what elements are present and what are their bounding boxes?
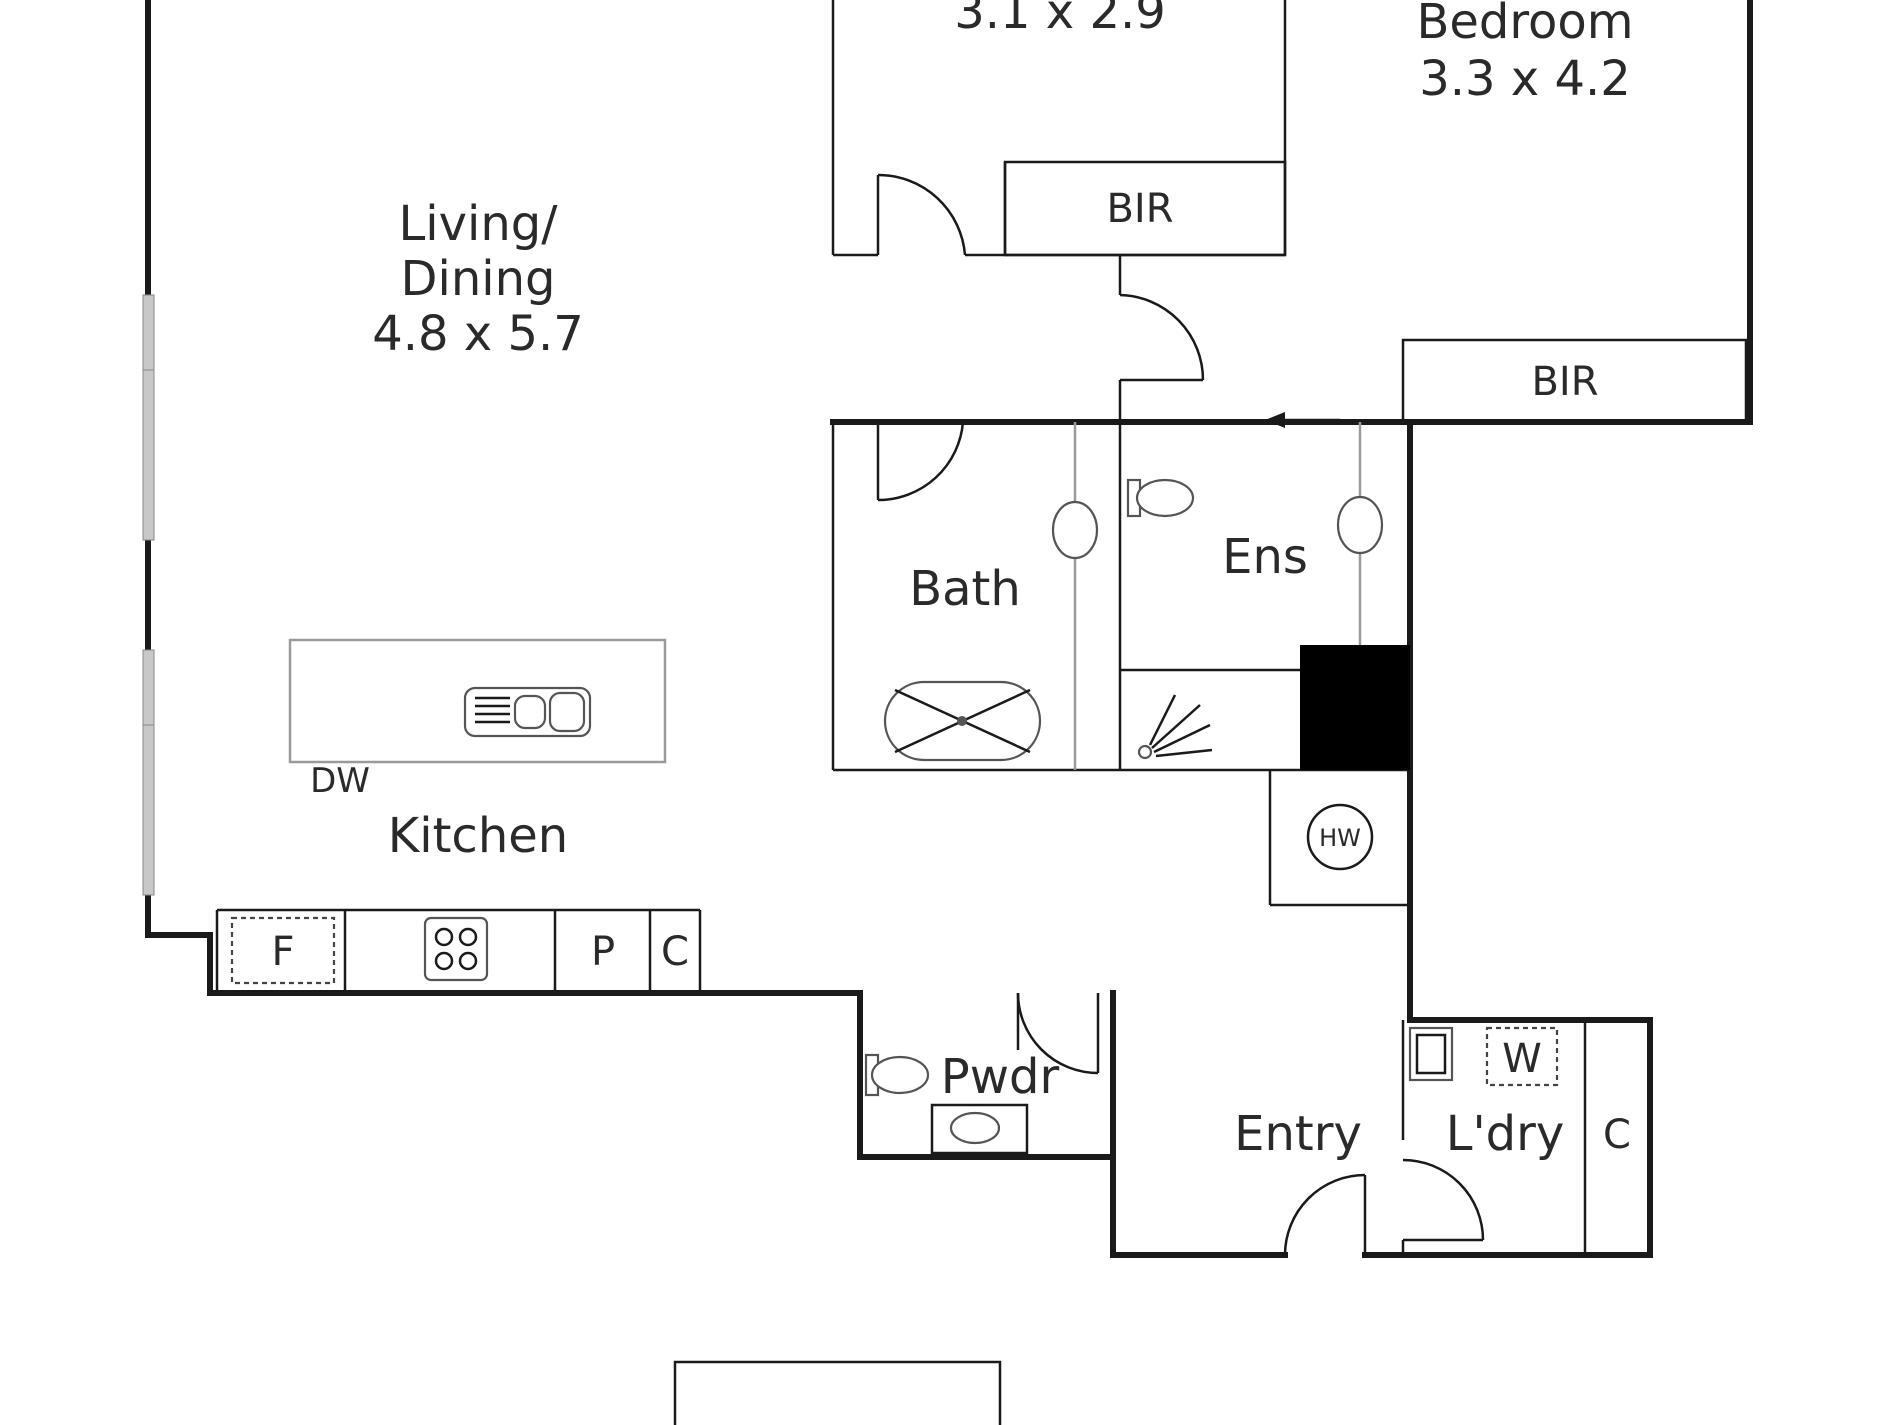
bath-ensuite: Bath Ens bbox=[830, 419, 1413, 772]
entry-label: Entry bbox=[1234, 1106, 1362, 1162]
pantry-label: P bbox=[591, 929, 615, 975]
laundry-cupboard-label: C bbox=[1603, 1112, 1631, 1158]
kitchen-label: Kitchen bbox=[388, 808, 568, 864]
hall-door bbox=[1118, 255, 1205, 420]
living-label-line2: Dining bbox=[401, 251, 556, 307]
hw-label: HW bbox=[1319, 824, 1361, 852]
kitchen-bench: F P C bbox=[215, 908, 702, 990]
laundry-label: L'dry bbox=[1446, 1106, 1565, 1162]
bir-label-2: BIR bbox=[1531, 359, 1598, 405]
bedroom-1: BIR Bedroom 3.3 x 4.2 bbox=[1265, 0, 1748, 428]
kitchen-island: DW Kitchen bbox=[288, 638, 667, 864]
bedroom-1-dims: 3.3 x 4.2 bbox=[1419, 51, 1631, 107]
dw-label: DW bbox=[310, 761, 370, 801]
powder-room: Pwdr bbox=[864, 992, 1100, 1155]
ens-label: Ens bbox=[1222, 529, 1308, 585]
living-dining: Living/ Dining 4.8 x 5.7 bbox=[372, 196, 584, 362]
living-label-line1: Living/ bbox=[399, 196, 559, 252]
washer-label: W bbox=[1502, 1036, 1542, 1082]
living-dims: 4.8 x 5.7 bbox=[372, 306, 584, 362]
bedroom-2-dims: 3.1 x 2.9 bbox=[954, 0, 1166, 40]
bedroom-1-name: Bedroom bbox=[1416, 0, 1633, 50]
bedroom-2: BIR 3.1 x 2.9 bbox=[831, 0, 1287, 257]
bottom-outline bbox=[673, 1360, 1002, 1425]
bath-label: Bath bbox=[909, 561, 1021, 617]
entry: Entry bbox=[1234, 1106, 1367, 1256]
kitchen-cupboard-label: C bbox=[661, 929, 689, 975]
laundry: W C L'dry bbox=[1401, 1020, 1631, 1255]
pwdr-label: Pwdr bbox=[941, 1049, 1060, 1105]
bir-label-1: BIR bbox=[1106, 186, 1173, 232]
left-windows bbox=[142, 294, 155, 896]
fridge-label: F bbox=[271, 929, 294, 975]
hot-water-cupboard: HW bbox=[1268, 770, 1410, 907]
